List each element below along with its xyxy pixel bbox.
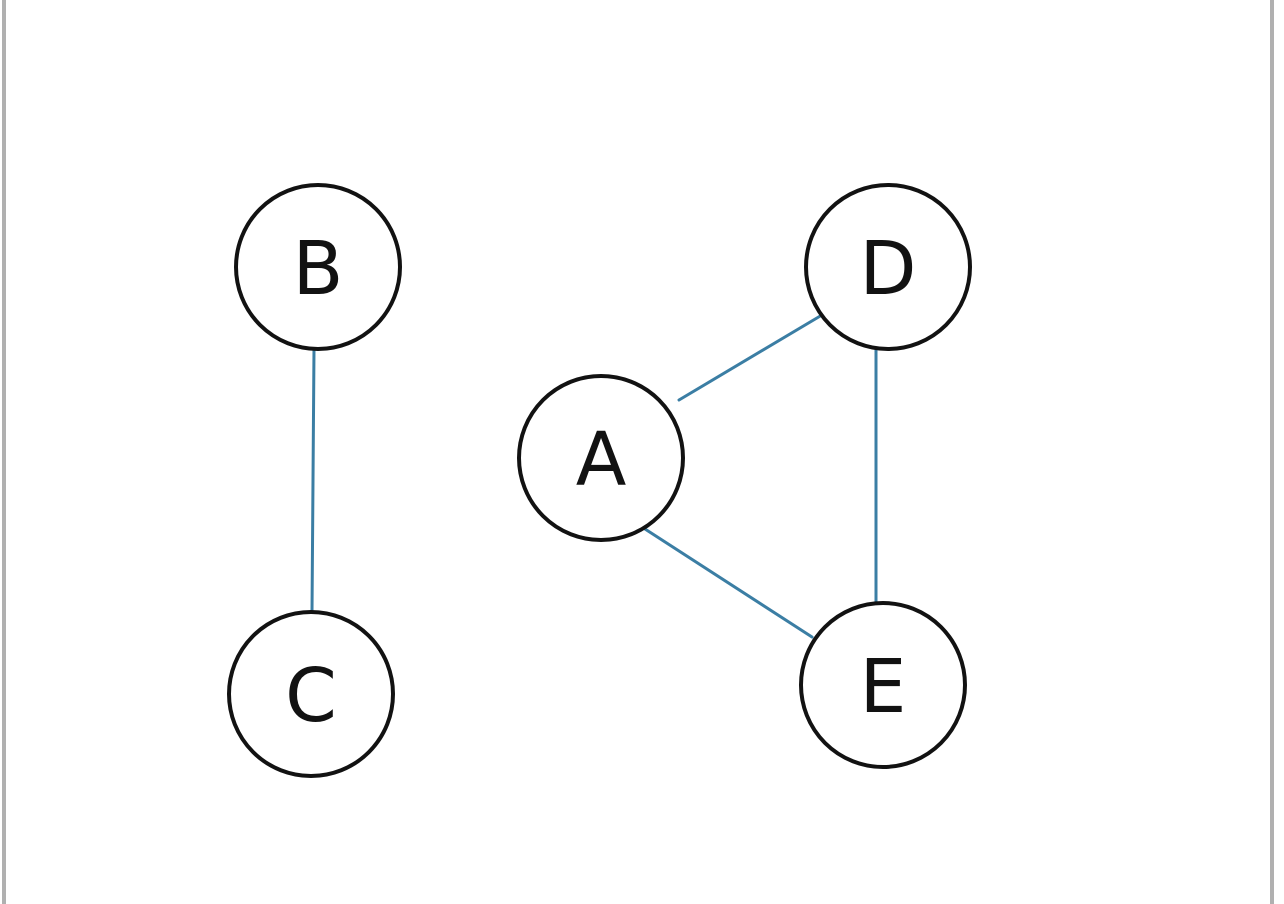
graph-node-d[interactable]: D bbox=[804, 183, 972, 351]
node-label-e: E bbox=[860, 644, 907, 730]
graph-node-a[interactable]: A bbox=[517, 374, 685, 542]
graph-edge-a-d[interactable] bbox=[677, 310, 829, 402]
node-circle-a[interactable] bbox=[517, 374, 685, 542]
node-label-b: B bbox=[293, 226, 344, 312]
node-label-c: C bbox=[285, 653, 337, 739]
node-label-a: A bbox=[576, 417, 627, 503]
edge-layer bbox=[310, 310, 878, 639]
graph-edge-a-e[interactable] bbox=[643, 527, 814, 639]
node-layer: A B C D E bbox=[227, 183, 972, 778]
node-circle-d[interactable] bbox=[804, 183, 972, 351]
node-circle-e[interactable] bbox=[799, 601, 967, 769]
graph-node-e[interactable]: E bbox=[799, 601, 967, 769]
right-panel-divider bbox=[1270, 0, 1274, 904]
node-label-d: D bbox=[860, 226, 917, 312]
node-circle-b[interactable] bbox=[234, 183, 402, 351]
node-circle-c[interactable] bbox=[227, 610, 395, 778]
graph-node-c[interactable]: C bbox=[227, 610, 395, 778]
graph-node-b[interactable]: B bbox=[234, 183, 402, 351]
graph-edge-b-c[interactable] bbox=[310, 347, 316, 614]
left-panel-divider bbox=[2, 0, 6, 904]
